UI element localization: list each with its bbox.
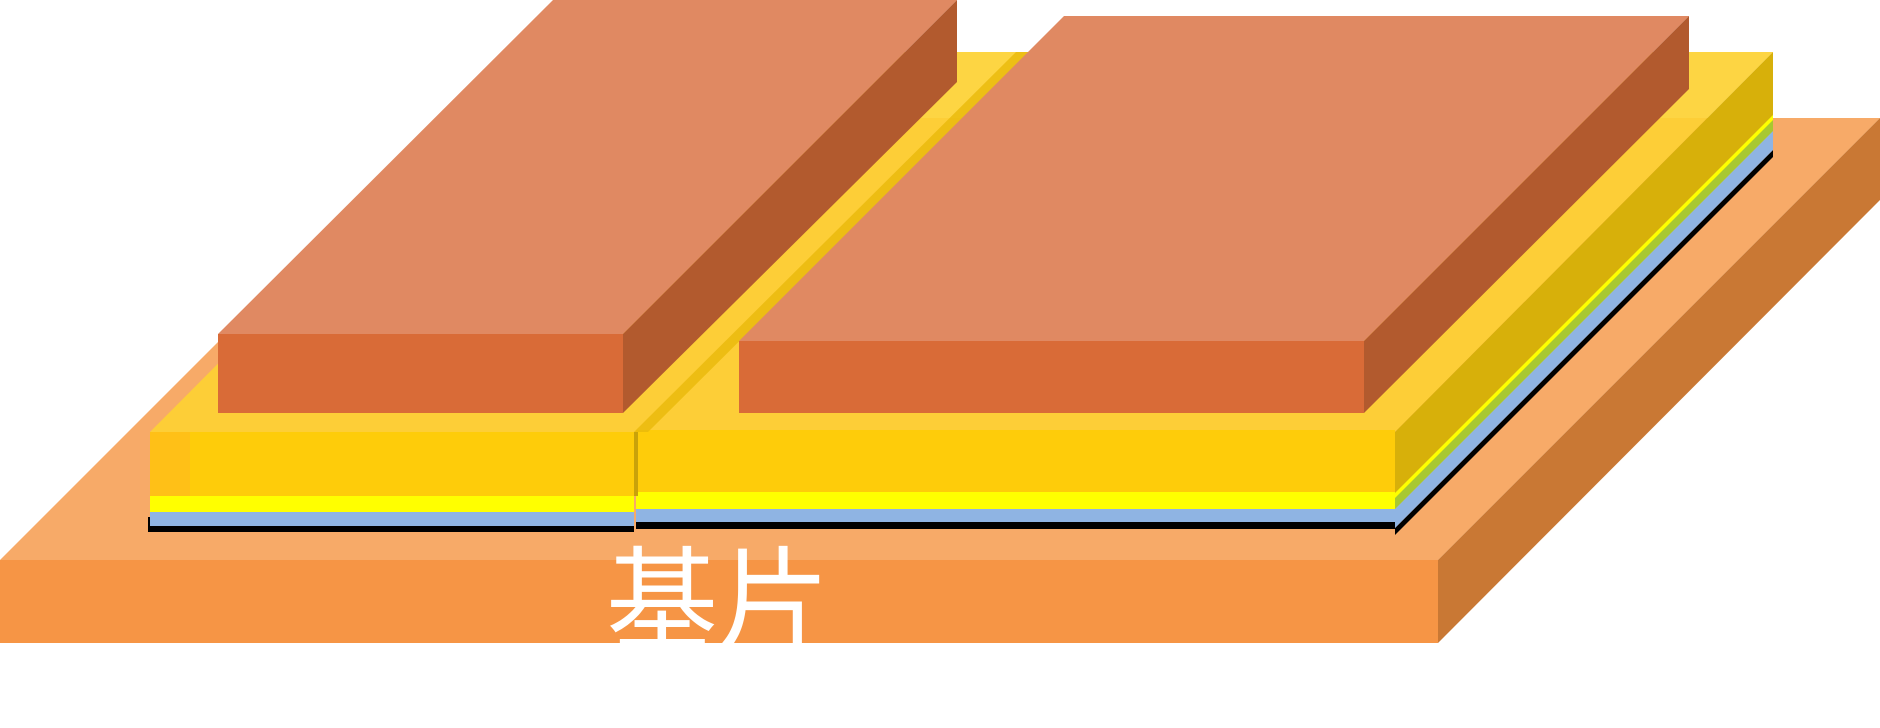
left-electrode-side-face (623, 0, 957, 413)
right-electrode-top-face (739, 16, 1689, 341)
left-electrode-front-face (218, 334, 623, 413)
yellow-film-left-front (150, 432, 635, 496)
blue-layer-front (150, 512, 634, 526)
left-electrode (218, 0, 957, 413)
blue-layer-front (636, 509, 1395, 522)
black-layer-front (636, 522, 1395, 529)
substrate-front-face (0, 560, 1438, 643)
substrate-side-face (1438, 118, 1880, 643)
right-electrode-side-face (1364, 16, 1689, 413)
yellow-film-edge-highlight (1395, 115, 1773, 498)
black-layer-side (1395, 150, 1773, 535)
yellow-film-left-front-tint (150, 432, 190, 496)
yellow-film-side-face (1395, 52, 1773, 493)
bright-yellow-layer-front (636, 492, 1395, 509)
blue-layer-side (1395, 131, 1773, 528)
substrate-label: 基片 (606, 537, 830, 667)
yellow-film-right-front (636, 430, 1395, 492)
yellow-film-gap-shade (634, 52, 1030, 432)
left-stack-base (148, 496, 634, 532)
right-electrode-front-face (739, 341, 1364, 413)
bright-yellow-layer-front (150, 496, 634, 512)
yellow-film-gap-front (634, 432, 638, 496)
right-electrode (739, 16, 1689, 413)
left-electrode-top-face (218, 0, 957, 334)
